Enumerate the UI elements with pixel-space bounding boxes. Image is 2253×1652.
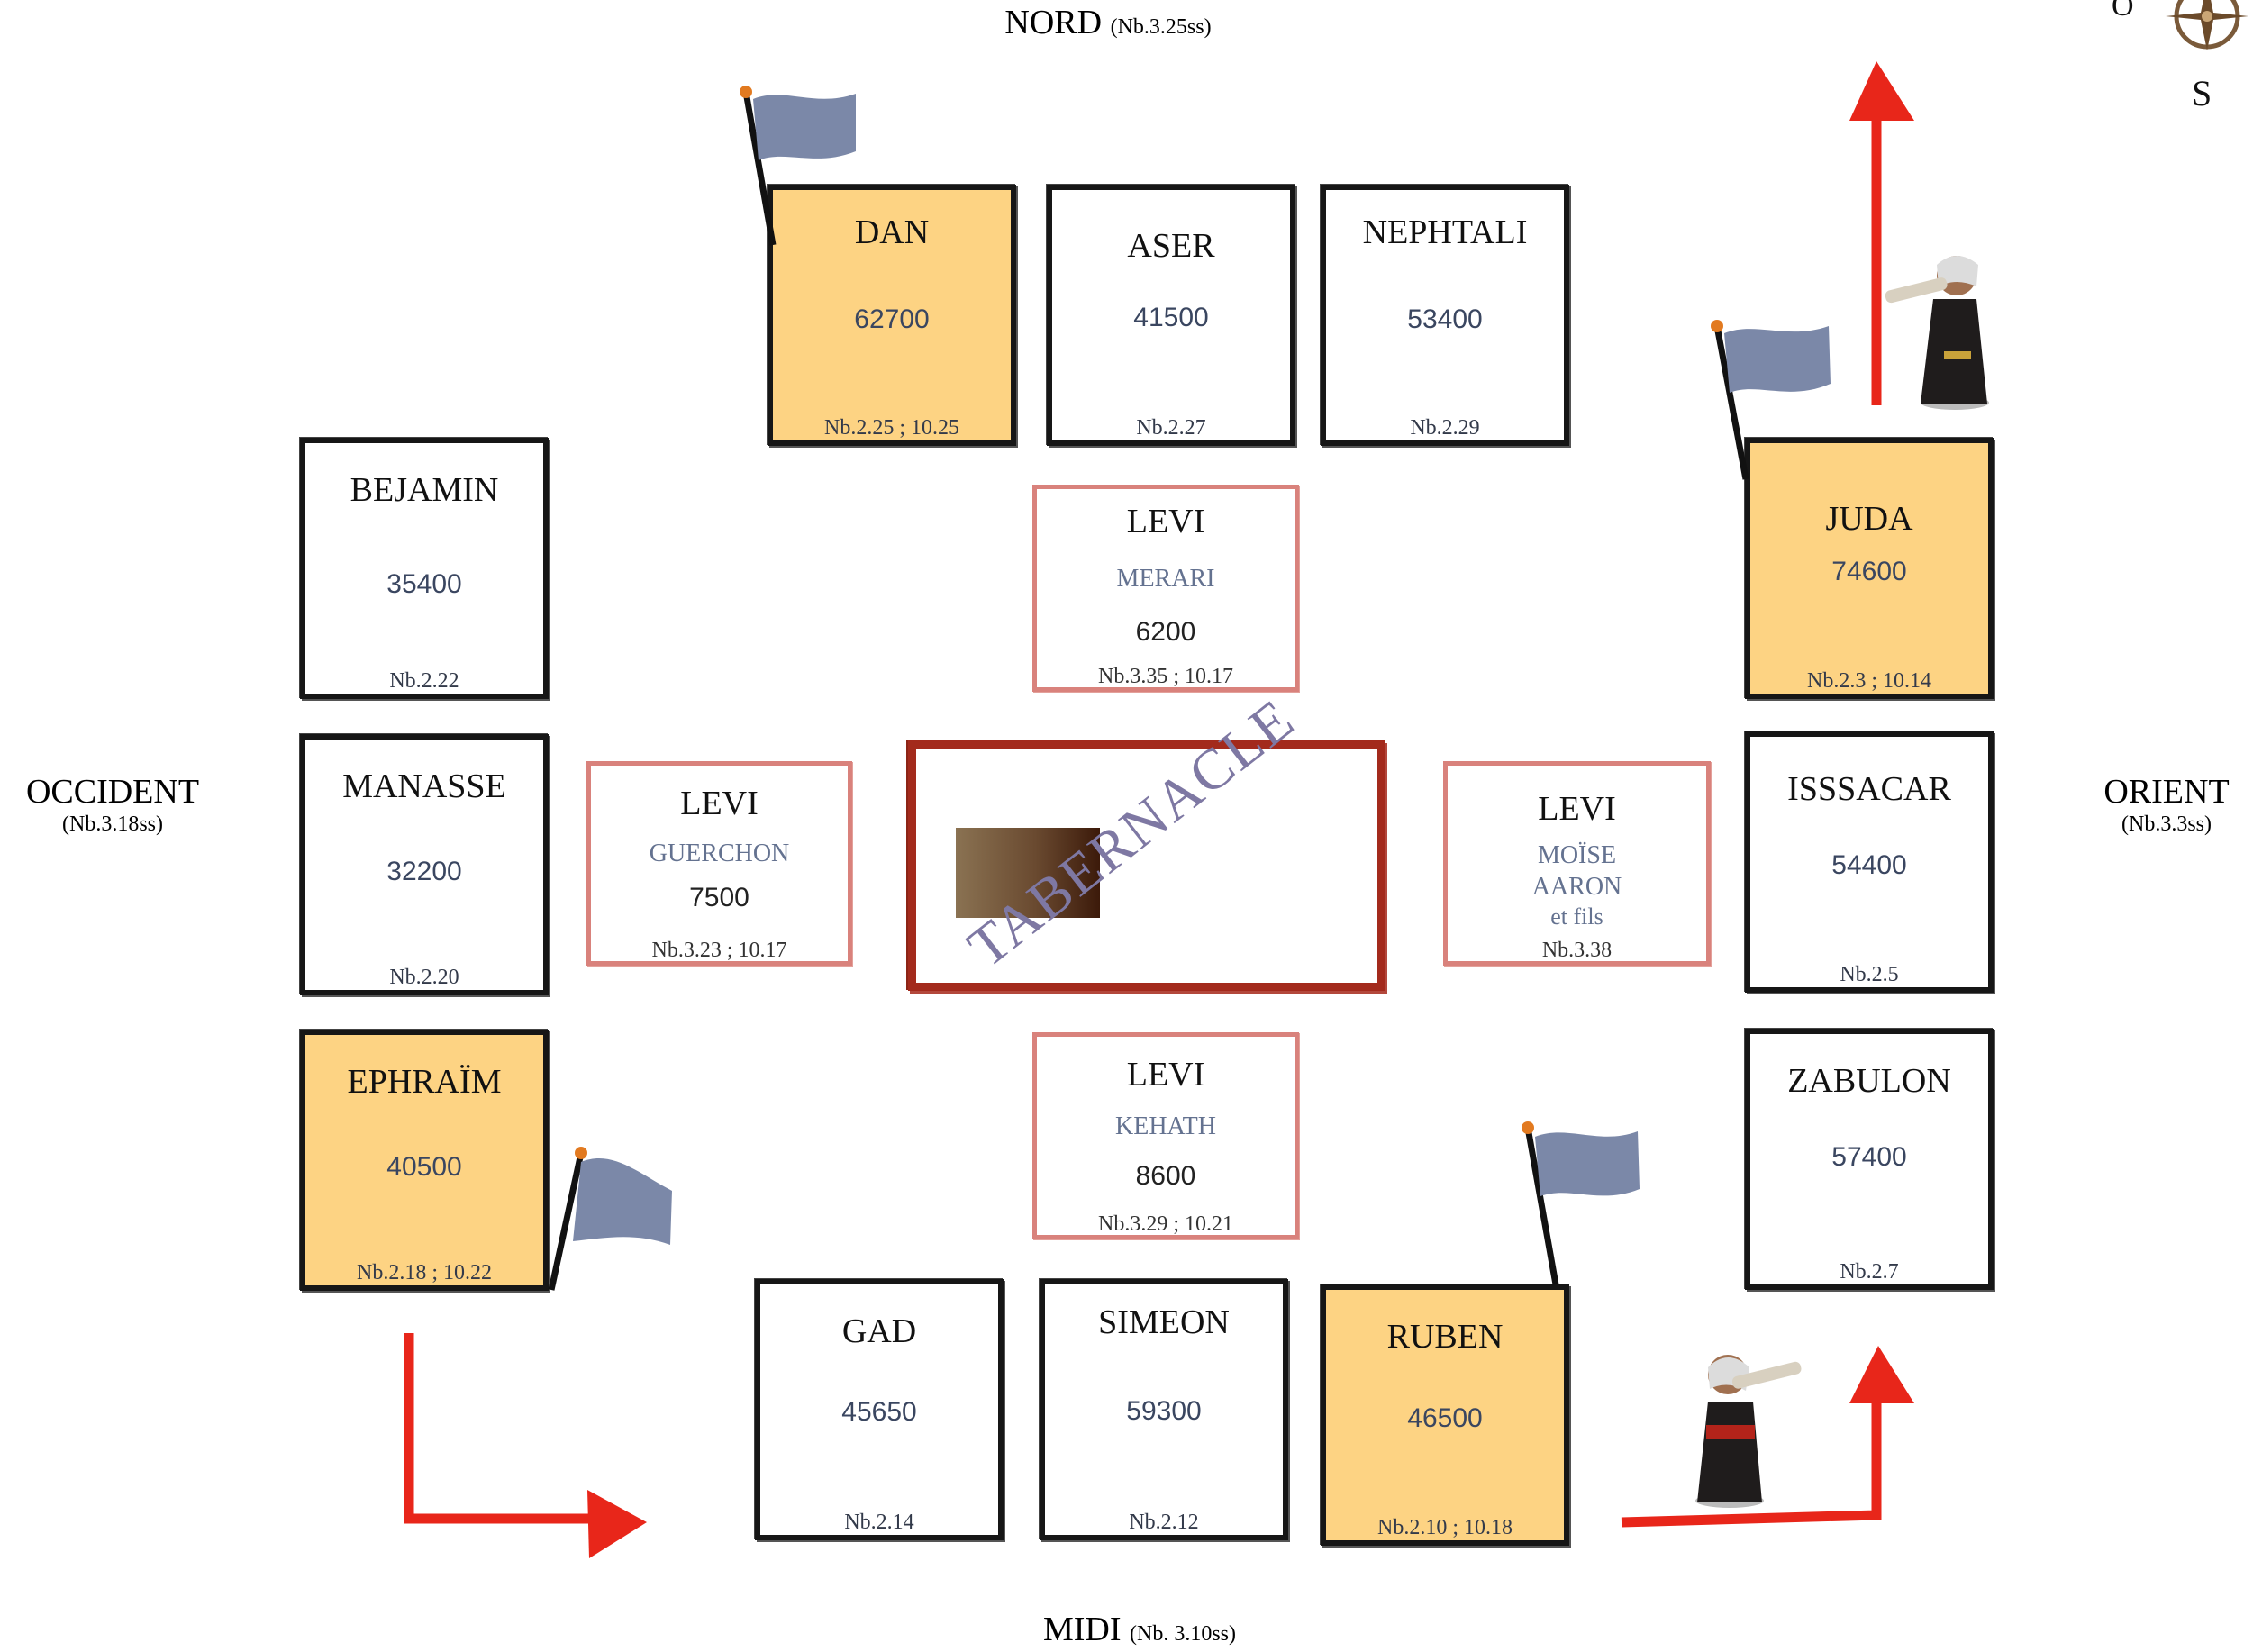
tribe-count: 45650 <box>841 1397 917 1427</box>
tribe-manasse: MANASSE 32200 Nb.2.20 <box>300 734 549 995</box>
direction-north-label: NORD <box>1004 4 1103 41</box>
direction-north-ref: (Nb.3.25ss) <box>1110 15 1212 39</box>
tribe-ref: Nb.2.22 <box>389 669 459 693</box>
levi-merari: LEVI MERARI 6200 Nb.3.35 ; 10.17 <box>1032 485 1299 692</box>
direction-west-label: OCCIDENT <box>25 773 200 811</box>
tribe-ref: Nb.2.7 <box>1840 1260 1899 1284</box>
tribe-name: JUDA <box>1825 500 1913 538</box>
tribe-name: ISSSACAR <box>1787 770 1951 808</box>
flag-icon <box>548 1147 672 1291</box>
tribe-name: BEJAMIN <box>350 471 499 509</box>
levi-clan: GUERCHON <box>649 840 790 867</box>
tribe-count: 41500 <box>1133 303 1209 332</box>
tribe-ref: Nb.2.5 <box>1840 963 1899 986</box>
levi-ref: Nb.3.38 <box>1541 939 1613 962</box>
levi-clan-moise: MOÏSE <box>1537 841 1617 869</box>
compass-o-label: O <box>2112 0 2134 23</box>
levi-count: 6200 <box>1135 617 1196 647</box>
tribe-bejamin: BEJAMIN 35400 Nb.2.22 <box>300 438 549 699</box>
flag-icon <box>1522 1121 1640 1285</box>
ark-of-covenant <box>956 828 1100 918</box>
tribe-name: NEPHTALI <box>1362 213 1528 251</box>
tribe-count: 54400 <box>1831 850 1907 880</box>
tribe-gad: GAD 45650 Nb.2.14 <box>755 1279 1004 1540</box>
tribe-name: DAN <box>854 213 930 251</box>
tribe-name: EPHRAÏM <box>347 1063 502 1101</box>
levi-name: LEVI <box>1126 503 1205 540</box>
tribe-dan: DAN 62700 Nb.2.25 ; 10.25 <box>768 185 1016 446</box>
levi-count: 8600 <box>1135 1161 1196 1191</box>
direction-south-ref: (Nb. 3.10ss) <box>1130 1622 1237 1646</box>
direction-south: MIDI (Nb. 3.10ss) <box>995 1611 1284 1650</box>
levi-kehath: LEVI KEHATH 8600 Nb.3.29 ; 10.21 <box>1032 1032 1299 1239</box>
tribe-name: ASER <box>1127 227 1215 265</box>
levi-name: LEVI <box>680 785 759 822</box>
tribe-count: 53400 <box>1407 304 1483 334</box>
flag-icon <box>740 86 856 246</box>
tribe-nephtali: NEPHTALI 53400 Nb.2.29 <box>1321 185 1569 446</box>
tribe-count: 62700 <box>854 304 930 334</box>
direction-south-label: MIDI <box>1042 1611 1122 1648</box>
march-arrow-north-icon <box>1849 61 1914 405</box>
levi-name: LEVI <box>1126 1056 1205 1094</box>
trumpeter-figure-icon <box>1695 1355 1802 1508</box>
tribe-name: ZABULON <box>1787 1062 1951 1100</box>
levi-clan: MERARI <box>1116 565 1215 593</box>
march-arrow-west-south-icon <box>404 1333 647 1558</box>
tabernacle <box>908 740 1385 991</box>
tribe-juda: JUDA 74600 Nb.2.3 ; 10.14 <box>1745 438 1994 699</box>
tribe-ref: Nb.2.18 ; 10.22 <box>357 1261 492 1284</box>
levi-ref: Nb.3.35 ; 10.17 <box>1098 665 1233 688</box>
flag-icon <box>1711 320 1831 480</box>
levi-guerchon: LEVI GUERCHON 7500 Nb.3.23 ; 10.17 <box>586 761 852 966</box>
direction-west: OCCIDENT (Nb.3.18ss) <box>0 773 225 837</box>
compass-s-label: S <box>2192 73 2212 113</box>
tribe-ref: Nb.2.27 <box>1136 416 1206 440</box>
direction-east-ref: (Nb.3.3ss) <box>2121 812 2212 836</box>
levi-count: 7500 <box>689 883 749 912</box>
march-arrow-south-east-icon <box>1621 1346 1914 1528</box>
tribe-count: 59300 <box>1126 1396 1202 1426</box>
tribe-aser: ASER 41500 Nb.2.27 <box>1047 185 1295 446</box>
tribe-issacar: ISSSACAR 54400 Nb.2.5 <box>1745 731 1994 993</box>
tribe-ref: Nb.2.12 <box>1129 1511 1199 1534</box>
levi-clan-aaron: AARON <box>1531 873 1622 901</box>
levi-ref: Nb.3.29 ; 10.21 <box>1098 1212 1233 1236</box>
tribe-ref: Nb.2.10 ; 10.18 <box>1377 1516 1513 1539</box>
compass-rose-icon <box>2166 0 2248 50</box>
tribe-simeon: SIMEON 59300 Nb.2.12 <box>1040 1279 1288 1540</box>
tribe-count: 74600 <box>1831 557 1907 586</box>
direction-east-label: ORIENT <box>2103 773 2230 811</box>
levi-name: LEVI <box>1538 790 1616 828</box>
tribe-count: 46500 <box>1407 1403 1483 1433</box>
direction-north: NORD (Nb.3.25ss) <box>973 4 1243 43</box>
tribe-count: 57400 <box>1831 1142 1907 1172</box>
tribe-name: SIMEON <box>1098 1303 1230 1341</box>
tribe-name: GAD <box>841 1312 917 1350</box>
direction-west-ref: (Nb.3.18ss) <box>62 812 163 836</box>
tribe-ref: Nb.2.3 ; 10.14 <box>1807 669 1931 693</box>
tribe-zabulon: ZABULON 57400 Nb.2.7 <box>1745 1029 1994 1290</box>
levi-clan: KEHATH <box>1115 1112 1216 1140</box>
levi-clan-sons: et fils <box>1550 903 1603 930</box>
tribe-ref: Nb.2.25 ; 10.25 <box>824 416 959 440</box>
compass: O S <box>2099 0 2253 117</box>
levi-moise-aaron: LEVI MOÏSE AARON et fils Nb.3.38 <box>1443 761 1711 966</box>
tribe-ref: Nb.2.29 <box>1410 416 1480 440</box>
tribe-ref: Nb.2.20 <box>389 966 459 989</box>
direction-east: ORIENT (Nb.3.3ss) <box>2085 773 2248 837</box>
levi-ref: Nb.3.23 ; 10.17 <box>651 939 787 962</box>
trumpeter-figure-icon <box>1885 256 1989 410</box>
tribe-count: 35400 <box>386 569 462 599</box>
tribe-count: 40500 <box>386 1152 462 1182</box>
tribe-ref: Nb.2.14 <box>844 1511 914 1534</box>
tribe-name: MANASSE <box>342 767 506 805</box>
tribe-count: 32200 <box>386 857 462 886</box>
tribe-ruben: RUBEN 46500 Nb.2.10 ; 10.18 <box>1321 1284 1569 1546</box>
tribe-ephraim: EPHRAÏM 40500 Nb.2.18 ; 10.22 <box>300 1030 549 1291</box>
tribe-name: RUBEN <box>1386 1318 1504 1356</box>
